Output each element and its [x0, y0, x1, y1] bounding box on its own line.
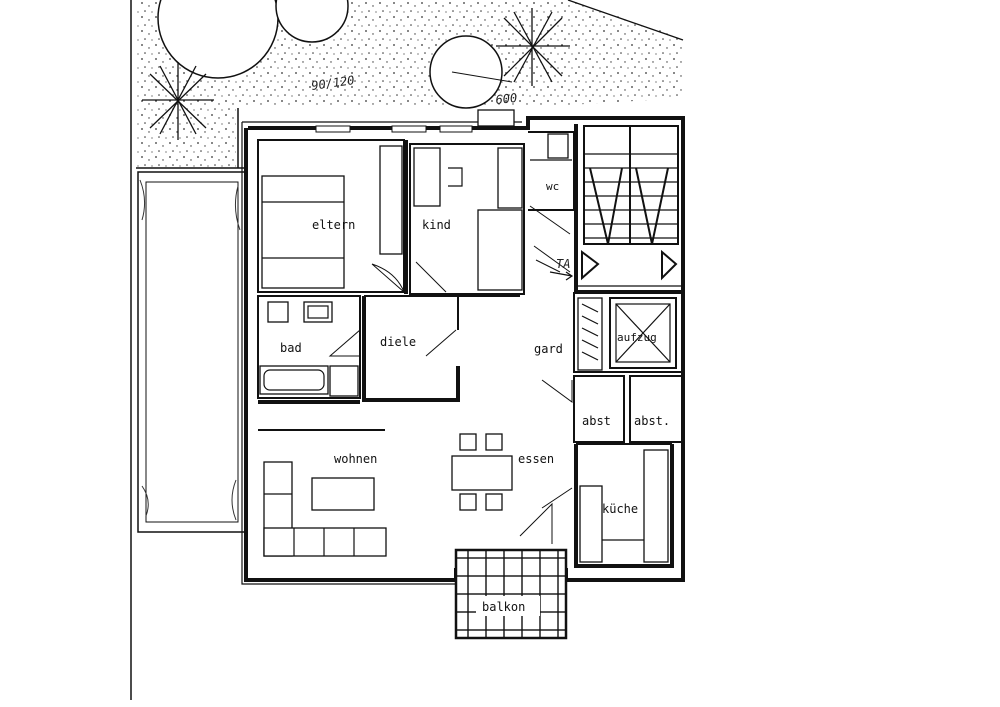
- tree-icon: [275, 0, 349, 43]
- room-label-aufzug: aufzug: [617, 331, 657, 344]
- wardrobe-icon: [379, 145, 403, 255]
- wardrobe-icon: [577, 297, 603, 371]
- staircase: [583, 125, 679, 245]
- garden-note: 90/120: [310, 73, 355, 93]
- room-label-diele: diele: [380, 335, 416, 349]
- room-label-kind: kind: [422, 218, 451, 232]
- toilet-icon: [530, 133, 572, 161]
- bathtub-icon: [259, 365, 329, 395]
- door-swings: [328, 205, 573, 544]
- room-label-eltern: eltern: [312, 218, 355, 232]
- sink-icon: [267, 301, 333, 323]
- tree-icon: [429, 35, 503, 109]
- kitchen-counter-icon: [579, 449, 669, 563]
- stair-mark: TA: [556, 257, 570, 271]
- room-label-abst-2: abst.: [634, 414, 670, 428]
- interior-walls: [257, 124, 684, 568]
- entrance-door-icon: [576, 249, 683, 287]
- shrub-icon: [496, 8, 570, 86]
- coffee-table-icon: [311, 477, 375, 511]
- room-label-abst-1: abst: [582, 414, 611, 428]
- bed-icon: [261, 175, 345, 289]
- shrub-icon: [142, 62, 214, 140]
- room-label-wohnen: wohnen: [334, 452, 377, 466]
- sofa-icon: [263, 461, 387, 557]
- elevator-icon: [609, 297, 677, 369]
- kid-bed-icon: [477, 209, 523, 291]
- room-label-kueche: küche: [602, 502, 638, 516]
- room-label-bad: bad: [280, 341, 302, 355]
- dining-table-icon: [451, 433, 513, 511]
- garden-trees: [142, 0, 570, 140]
- balcony: [454, 548, 568, 640]
- room-label-balkon: balkon: [482, 600, 525, 614]
- washer-icon: [329, 365, 359, 397]
- desk-icon: [413, 147, 523, 209]
- room-label-gard: gard: [534, 342, 563, 356]
- room-label-essen: essen: [518, 452, 554, 466]
- room-label-wc: wc: [546, 180, 559, 193]
- tree-note: 600: [495, 91, 518, 107]
